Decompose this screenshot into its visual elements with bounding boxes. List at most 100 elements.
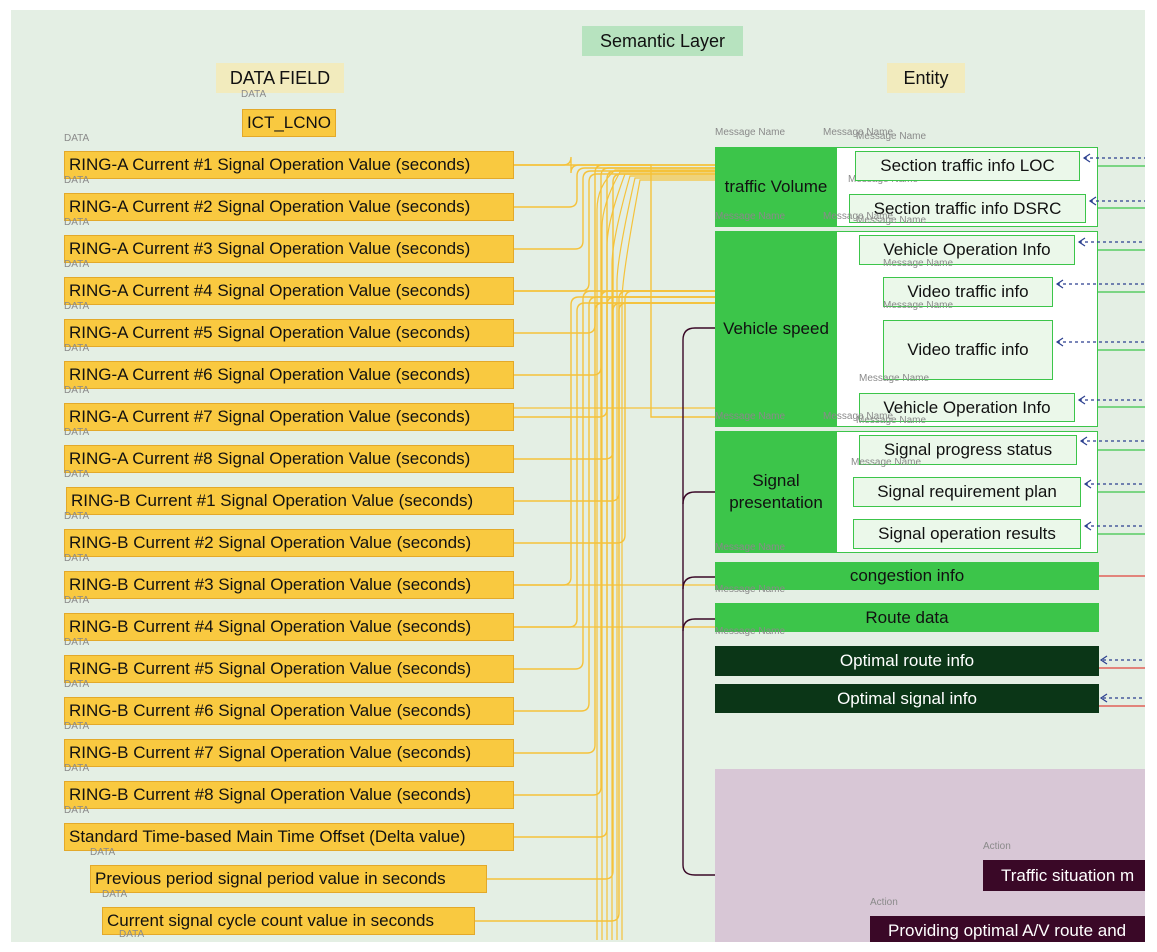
bundle-connector [621, 179, 715, 940]
traffic-volume-label: traffic Volume [715, 147, 837, 227]
optimal-signal-info-bar[interactable]: Optimal signal info [715, 684, 1099, 713]
data-field-item: RING-A Current #6 Signal Operation Value… [64, 361, 514, 389]
data-field-item: RING-B Current #2 Signal Operation Value… [64, 529, 514, 557]
message-name-caption: Message Name [823, 411, 894, 422]
data-caption: DATA [64, 217, 90, 228]
message-name-caption: Message Name [856, 415, 927, 426]
data-caption: DATA [64, 595, 90, 606]
congestion-info-bar[interactable]: congestion info [715, 562, 1099, 590]
field-connector [514, 167, 715, 208]
data-field-item: RING-A Current #7 Signal Operation Value… [64, 403, 514, 431]
data-caption: DATA [64, 805, 90, 816]
data-field-item: RING-B Current #4 Signal Operation Value… [64, 613, 514, 641]
arrowhead [1088, 196, 1097, 206]
data-field-item: RING-A Current #2 Signal Operation Value… [64, 193, 514, 221]
arrowhead [1077, 395, 1086, 405]
data-field-item: RING-B Current #6 Signal Operation Value… [64, 697, 514, 725]
vehicle-speed-label: Vehicle speed [715, 231, 837, 427]
action-connector [682, 491, 715, 505]
message-video-traffic-info[interactable]: Video traffic info [883, 277, 1053, 307]
bundle-connector [616, 177, 715, 940]
message-name-caption: Message Name [715, 411, 786, 422]
data-caption: DATA [64, 637, 90, 648]
message-name-caption: Message Name [859, 373, 930, 384]
arrowhead [1079, 436, 1088, 446]
semantic-layer-title: Semantic Layer [582, 26, 743, 56]
message-section-traffic-dsrc[interactable]: Section traffic info DSRC [849, 194, 1086, 223]
message-signal-operation-results[interactable]: Signal operation results [853, 519, 1081, 549]
message-name-caption: Message Name [883, 258, 954, 269]
message-vehicle-operation-info[interactable]: Vehicle Operation Info [859, 235, 1075, 265]
entity-header: Entity [887, 63, 965, 93]
arrowhead [1083, 521, 1092, 531]
data-caption: DATA [64, 427, 90, 438]
field-connector [487, 302, 715, 880]
arrowhead [1082, 153, 1091, 163]
field-connector [514, 296, 715, 712]
action-connector [682, 327, 983, 876]
message-name-caption: Message Name [823, 211, 894, 222]
field-connector [514, 167, 715, 376]
data-field-item: RING-A Current #8 Signal Operation Value… [64, 445, 514, 473]
message-video-traffic-info[interactable]: Video traffic info [883, 320, 1053, 380]
bundle-connector [596, 169, 715, 940]
action-connector [682, 618, 715, 632]
data-caption: DATA [64, 175, 90, 186]
data-caption: DATA [64, 301, 90, 312]
field-connector [514, 302, 715, 754]
field-connector [514, 170, 715, 250]
message-section-traffic-loc[interactable]: Section traffic info LOC [855, 151, 1080, 181]
data-field-item: RING-B Current #1 Signal Operation Value… [66, 487, 514, 515]
arrowhead [1077, 237, 1086, 247]
message-vehicle-operation-info[interactable]: Vehicle Operation Info [859, 393, 1075, 422]
message-name-caption: Message Name [715, 211, 786, 222]
data-field-item: RING-A Current #3 Signal Operation Value… [64, 235, 514, 263]
data-caption: DATA [102, 889, 128, 900]
data-field-item: RING-B Current #3 Signal Operation Value… [64, 571, 514, 599]
message-name-caption: Message Name [856, 215, 927, 226]
data-caption: DATA [119, 929, 145, 940]
message-name-caption: Message Name [715, 127, 786, 138]
arrow-lines [1055, 153, 1145, 707]
action-caption: Action [870, 897, 898, 908]
arrowhead [1099, 693, 1108, 703]
data-caption: DATA [64, 259, 90, 270]
data-field-item: RING-A Current #4 Signal Operation Value… [64, 277, 514, 305]
bundle-connector [606, 173, 715, 940]
message-name-caption: Message Name [883, 300, 954, 311]
data-caption: DATA [64, 763, 90, 774]
signal-presentation-label: Signal presentation [715, 431, 837, 553]
route-data-bar[interactable]: Route data [715, 603, 1099, 632]
data-field-item: RING-A Current #5 Signal Operation Value… [64, 319, 514, 347]
bundle-connector [601, 171, 715, 940]
data-field-item: RING-B Current #5 Signal Operation Value… [64, 655, 514, 683]
message-signal-progress-status[interactable]: Signal progress status [859, 435, 1077, 465]
diagram-canvas: Semantic Layer DATA FIELD Entity DATA IC… [11, 10, 1145, 942]
action-caption: Action [983, 841, 1011, 852]
data-field-item: RING-B Current #8 Signal Operation Value… [64, 781, 514, 809]
data-caption: DATA [64, 133, 90, 144]
message-name-caption: Message Name [856, 131, 927, 142]
id-field: ICT_LCNO [242, 109, 336, 137]
message-signal-requirement-plan[interactable]: Signal requirement plan [853, 477, 1081, 507]
optimal-route-info-bar[interactable]: Optimal route info [715, 646, 1099, 676]
data-caption: DATA [64, 511, 90, 522]
connector-lines [475, 156, 985, 940]
action-providing-optimal-route[interactable]: Providing optimal A/V route and [870, 916, 1145, 942]
action-area [715, 769, 1145, 942]
action-traffic-situation[interactable]: Traffic situation m [983, 860, 1145, 891]
data-caption: DATA [64, 679, 90, 690]
message-name-caption: Message Name [715, 584, 786, 595]
arrowhead [1099, 655, 1108, 665]
data-caption: DATA [64, 469, 90, 480]
data-caption: DATA [90, 847, 116, 858]
arrowhead [1055, 337, 1064, 347]
message-name-caption: Message Name [715, 542, 786, 553]
data-caption: DATA [64, 385, 90, 396]
data-caption: DATA [64, 343, 90, 354]
arrowhead [1055, 279, 1064, 289]
message-name-caption: Message Name [851, 457, 922, 468]
data-field-item: Standard Time-based Main Time Offset (De… [64, 823, 514, 851]
message-name-caption: Message Name [823, 127, 894, 138]
data-field-item: RING-B Current #7 Signal Operation Value… [64, 739, 514, 767]
